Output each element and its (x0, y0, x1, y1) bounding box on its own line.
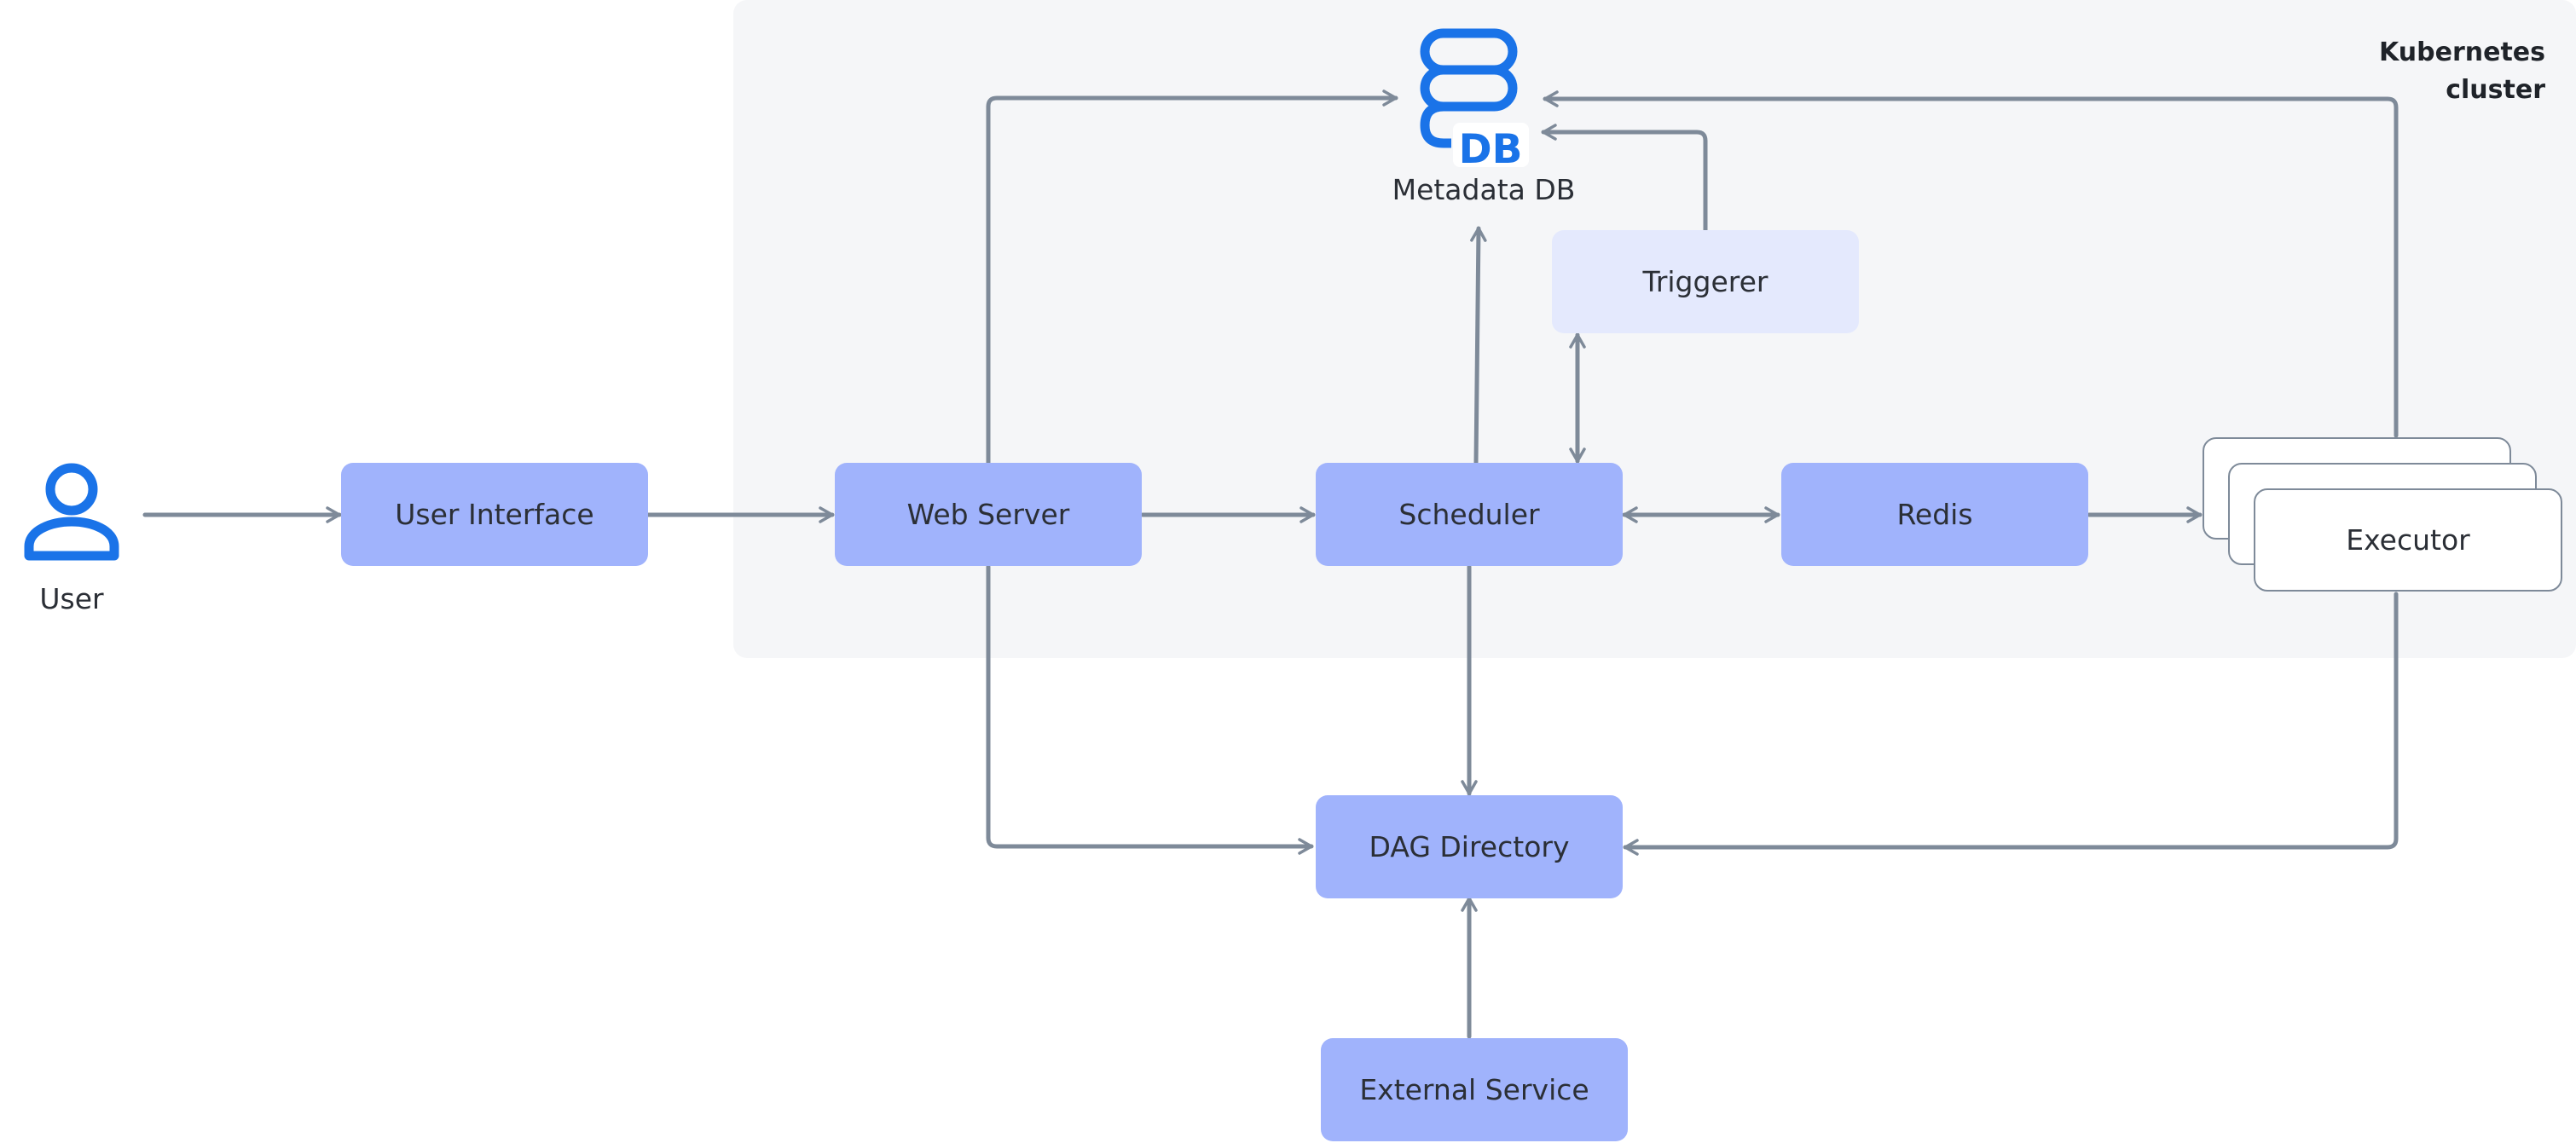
node-scheduler: Scheduler (1316, 463, 1623, 566)
edge-executor-to-db (1543, 90, 2399, 438)
edge-webserver-to-db (986, 89, 1398, 465)
database-icon: DB (1420, 28, 1529, 173)
edge-scheduler-to-db (1470, 226, 1487, 465)
node-web-server: Web Server (835, 463, 1142, 566)
metadata-db-label: Metadata DB (1392, 173, 1576, 206)
edge-executor-to-dag (1623, 592, 2399, 856)
edge-webserver-to-dag (986, 564, 1314, 855)
node-triggerer: Triggerer (1552, 230, 1859, 333)
node-external-service: External Service (1321, 1038, 1628, 1141)
node-executor: Executor (2254, 488, 2562, 592)
user-label: User (39, 582, 104, 615)
node-dag-directory: DAG Directory (1316, 795, 1623, 898)
cluster-label: Kubernetes cluster (2379, 38, 2545, 105)
edge-triggerer-to-db (1541, 124, 1708, 233)
user-icon (24, 463, 119, 561)
node-user-interface: User Interface (341, 463, 648, 566)
node-redis: Redis (1781, 463, 2088, 566)
database-icon-text: DB (1459, 126, 1523, 173)
